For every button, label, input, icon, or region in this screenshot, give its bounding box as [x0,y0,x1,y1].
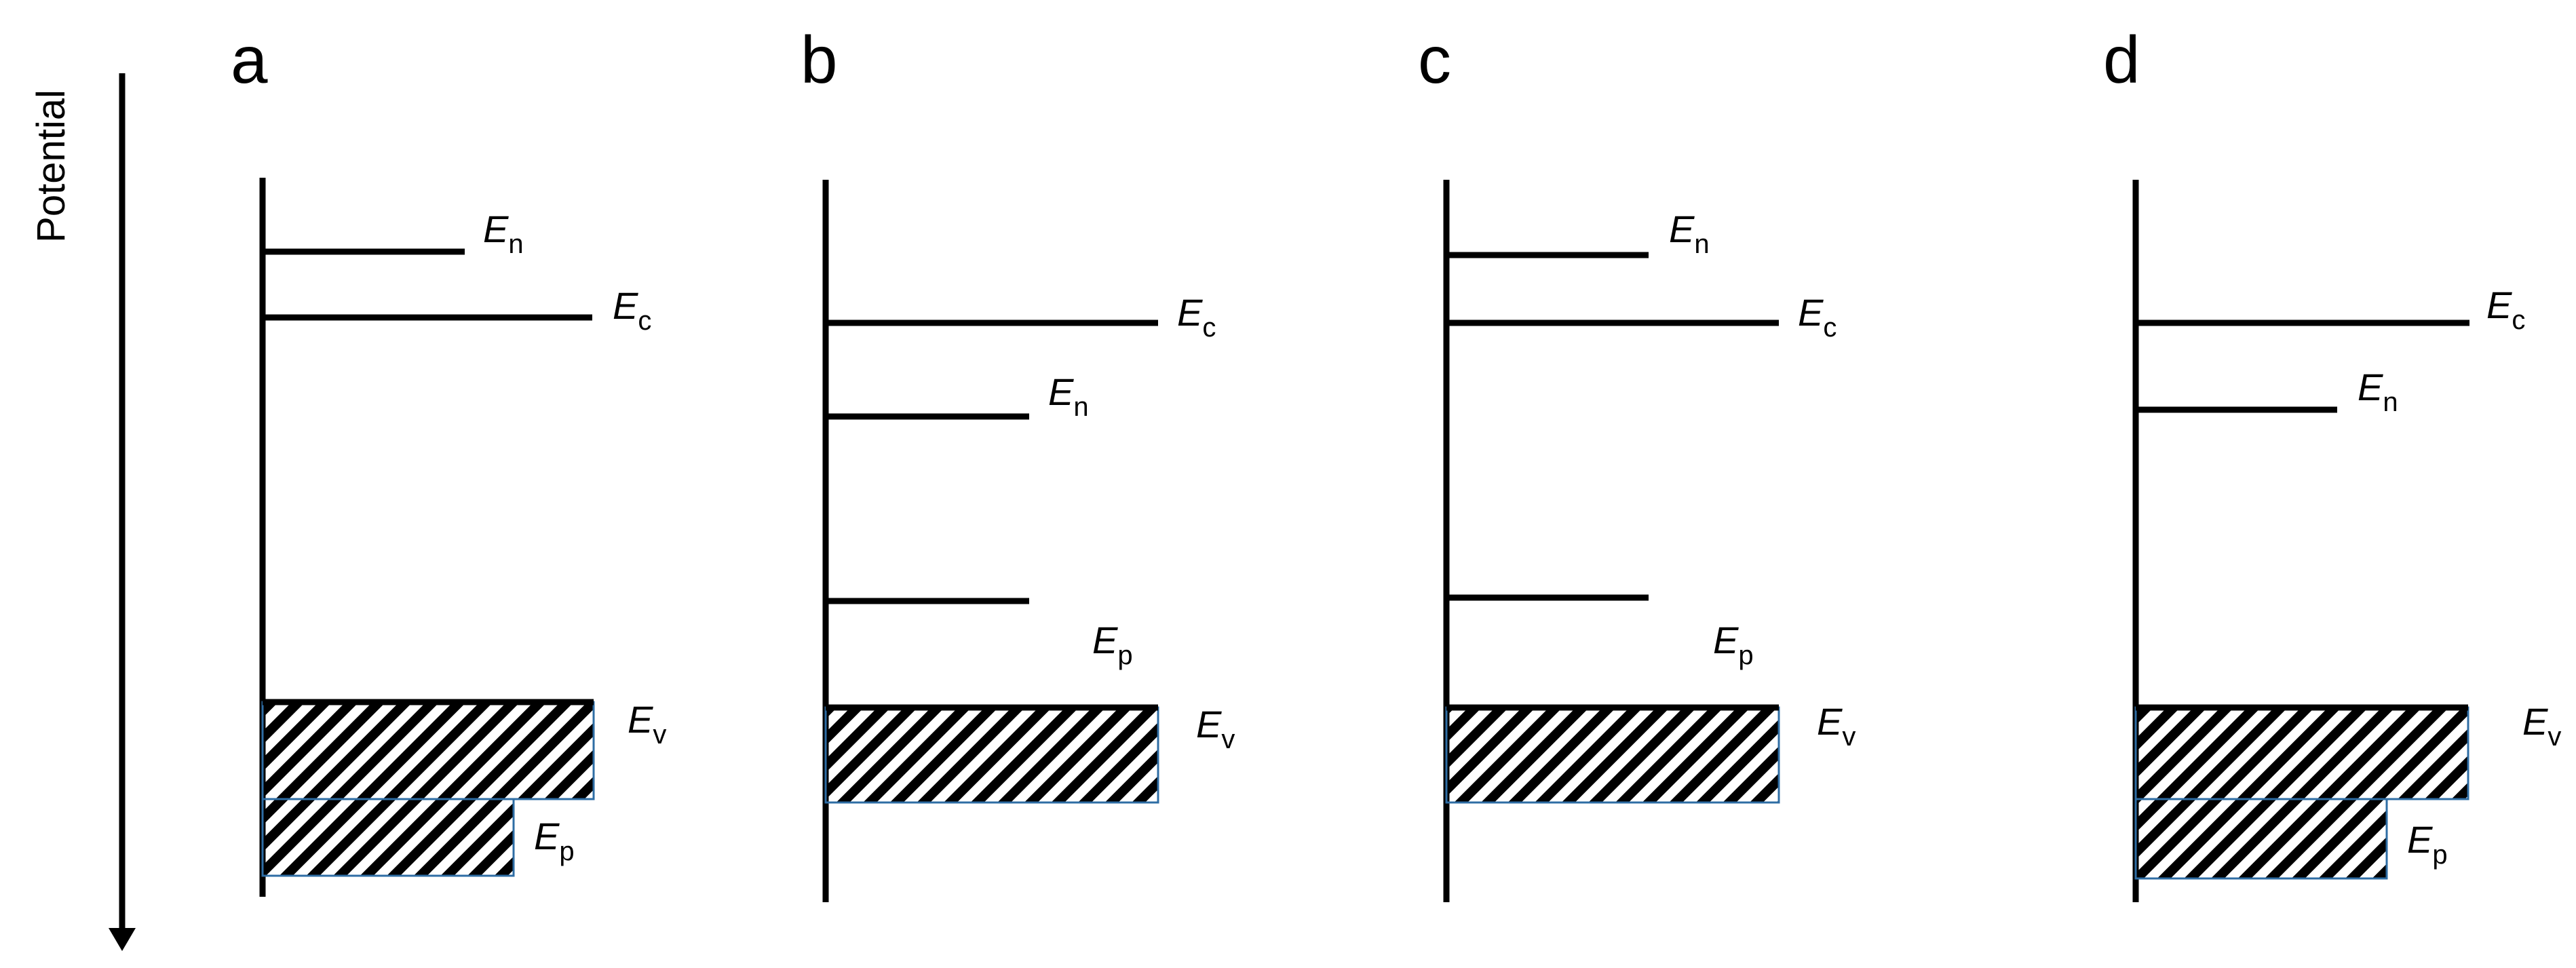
panel-c-ep-label: Ep [1713,619,1754,670]
panel-a-ep-band [261,798,515,877]
panel-c-en-label: En [1669,208,1710,259]
panel-d: d Ec En Ev Ep [2103,22,2561,902]
panel-b-ev-label: Ev [1196,703,1235,754]
panel-c-ev-label: Ev [1817,700,1856,752]
panel-b: b Ec En Ep Ev [801,22,1235,902]
panel-a-ev-band [261,701,595,800]
panel-b-ev-band [824,706,1159,804]
panel-d-ep-band [2134,798,2388,880]
panel-d-ev-label: Ev [2522,700,2561,752]
panel-b-ec-label: Ec [1177,291,1216,343]
panel-a-letter: a [231,22,268,97]
panel-c-ec-label: Ec [1798,291,1837,343]
panel-d-ev-band [2134,706,2469,800]
panel-a: a En Ec Ev Ep [231,22,666,897]
panel-d-letter: d [2103,22,2140,97]
panel-b-en-label: En [1048,370,1089,422]
panel-b-letter: b [801,22,838,97]
panel-c: c En Ec Ep Ev [1418,22,1856,902]
potential-axis: Potential [29,73,136,951]
panel-a-ep-label: Ep [534,815,575,866]
potential-axis-label: Potential [29,90,73,243]
panel-c-ev-band [1445,706,1780,804]
panel-d-en-label: En [2358,366,2398,417]
panel-b-ep-label: Ep [1092,619,1133,670]
panel-a-ec-label: Ec [613,284,651,336]
panel-a-ev-label: Ev [628,698,666,750]
panel-d-ep-label: Ep [2407,818,2448,870]
potential-axis-arrowhead [109,928,136,951]
panel-a-en-label: En [483,208,524,259]
panel-d-ec-label: Ec [2486,284,2525,335]
panel-c-letter: c [1418,22,1451,97]
